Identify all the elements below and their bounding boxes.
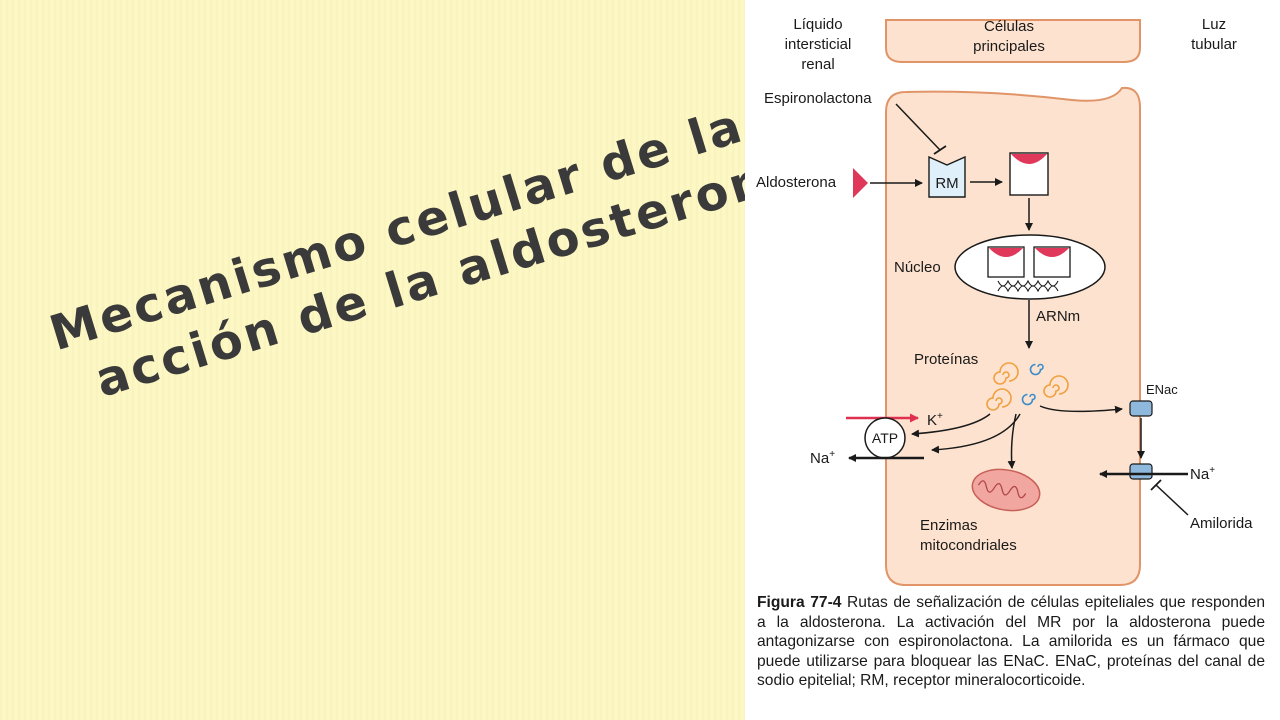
label-na-left: Na+ — [810, 449, 835, 467]
label-espironolactona: Espironolactona — [764, 90, 872, 107]
amilorida-inhibit-bar — [1150, 479, 1162, 491]
label-proteinas: Proteínas — [914, 351, 978, 368]
label-celulas-2: principales — [973, 38, 1045, 55]
upper-cell — [885, 19, 1141, 63]
label-amilorida: Amilorida — [1190, 515, 1253, 532]
nuclear-hormone-1-icon — [989, 248, 1023, 257]
label-enac: ENac — [1146, 382, 1178, 397]
label-nucleo: Núcleo — [894, 259, 941, 276]
aldosterone-hormone-icon — [853, 168, 868, 198]
label-liquido-1: Líquido — [793, 16, 842, 33]
enac-channel-membrane-icon — [1129, 463, 1153, 480]
label-enzimas-2: mitocondriales — [920, 537, 1017, 554]
rm-receptor-icon — [928, 155, 966, 198]
protein-spiral-blue-2-icon — [1021, 393, 1036, 406]
label-na-right: Na+ — [1190, 465, 1215, 483]
protein-spiral-1-icon — [993, 362, 1019, 385]
nuclear-hormone-2-icon — [1035, 248, 1069, 257]
dna-icon — [997, 279, 1059, 293]
label-luz-2: tubular — [1191, 36, 1237, 53]
label-rm: RM — [935, 175, 958, 192]
figure-caption: Figura 77-4 Rutas de señalización de cél… — [757, 593, 1265, 691]
arrow-proteins-to-atp — [911, 413, 991, 438]
espironolactona-inhibit-bar — [933, 145, 947, 155]
label-enzimas-1: Enzimas — [920, 517, 978, 534]
label-liquido-2: intersticial — [785, 36, 852, 53]
amilorida-inhibit-line — [1155, 484, 1189, 516]
label-aldosterona: Aldosterona — [756, 174, 837, 191]
label-liquido-3: renal — [801, 56, 834, 73]
protein-spiral-2-icon — [986, 388, 1012, 411]
arrow-proteins-to-na-pump — [931, 413, 1021, 454]
protein-spiral-3-icon — [1043, 375, 1069, 398]
label-celulas-1: Células — [984, 18, 1034, 35]
figure-number: Figura 77-4 — [757, 594, 842, 611]
label-arnm: ARNm — [1036, 308, 1080, 325]
protein-spiral-blue-1-icon — [1029, 363, 1044, 376]
arrow-proteins-to-mitochondria — [1007, 413, 1017, 469]
slide-left-panel: Mecanismo celular de la acción de la ald… — [0, 0, 808, 720]
label-k: K+ — [927, 411, 943, 429]
principal-cell — [885, 86, 1141, 586]
label-luz-1: Luz — [1202, 16, 1226, 33]
enac-channel-top-icon — [1129, 400, 1153, 417]
arrow-proteins-to-enac — [1039, 405, 1123, 414]
nucleus-shape — [954, 234, 1106, 300]
label-atp: ATP — [872, 430, 898, 446]
espironolactona-inhibit-line — [895, 103, 941, 151]
figure-caption-text: Rutas de señalización de células epiteli… — [757, 594, 1265, 690]
mitochondria-icon — [971, 468, 1041, 512]
bound-hormone-icon — [1011, 154, 1047, 164]
